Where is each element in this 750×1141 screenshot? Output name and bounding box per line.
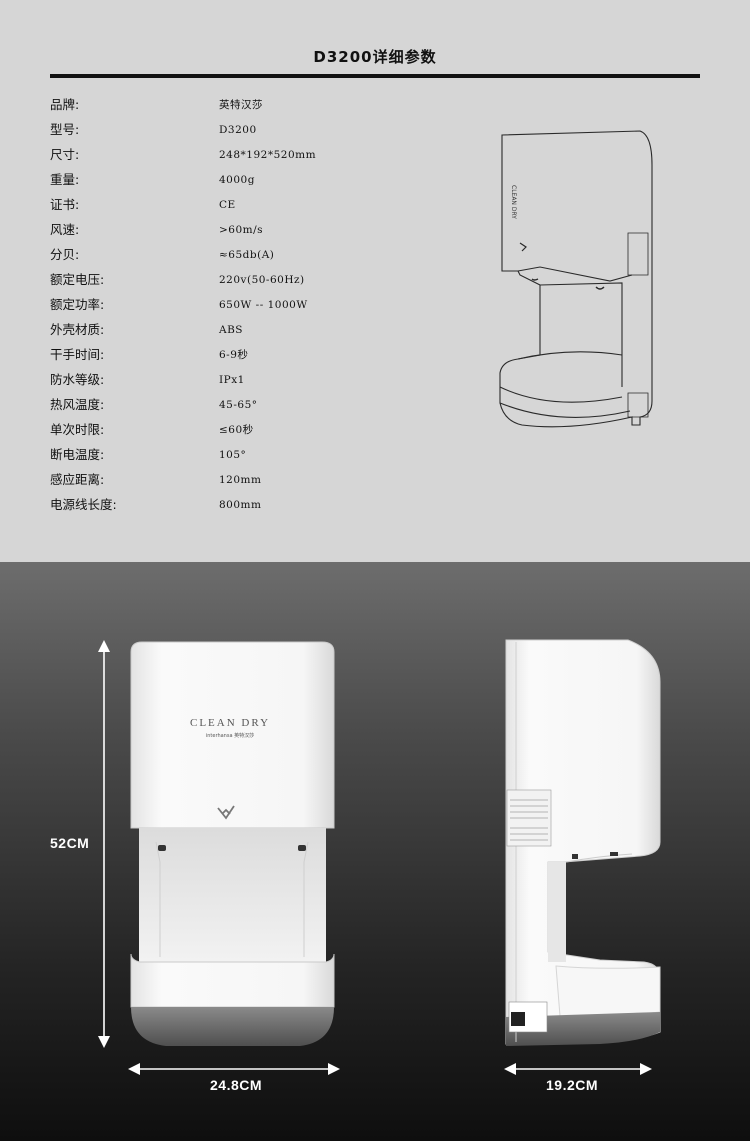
spec-row: 单次时限: ≤60秒: [50, 419, 450, 444]
dryer-side-view: [505, 639, 661, 1046]
spec-row: 风速: >60m/s: [50, 219, 450, 244]
spec-label: 分贝:: [50, 247, 80, 262]
spec-row: 防水等级: IPx1: [50, 369, 450, 394]
spec-label: 额定电压:: [50, 272, 105, 287]
dryer-front-view: CLEAN DRY interhansa 英特汉莎: [130, 641, 335, 1046]
spec-label: 干手时间:: [50, 347, 105, 362]
spec-label: 外壳材质:: [50, 322, 105, 337]
spec-row: 断电温度: 105°: [50, 444, 450, 469]
spec-label: 断电温度:: [50, 447, 105, 462]
spec-section: D3200详细参数 品牌: 英特汉莎 型号: D3200 尺寸: 248*192*52…: [0, 0, 750, 562]
dimension-diagram: CLEAN DRY interhansa 英特汉莎: [98, 639, 661, 1075]
spec-row: 型号: D3200: [50, 119, 450, 144]
spec-label: 额定功率:: [50, 297, 105, 312]
depth-label: 19.2CM: [546, 1077, 599, 1093]
width-arrow: [128, 1063, 340, 1075]
svg-text:CLEAN DRY: CLEAN DRY: [510, 185, 517, 219]
spec-value: 英特汉莎: [219, 99, 263, 111]
spec-row: 尺寸: 248*192*520mm: [50, 144, 450, 169]
spec-row: 热风温度: 45-65°: [50, 394, 450, 419]
spec-label: 单次时限:: [50, 422, 105, 437]
dryer-sketch-image: CLEAN DRY: [499, 130, 653, 428]
spec-row: 干手时间: 6-9秒: [50, 344, 450, 369]
spec-list: 品牌: 英特汉莎 型号: D3200 尺寸: 248*192*520mm 重量: 400…: [50, 94, 450, 519]
spec-value: 105°: [219, 449, 247, 461]
spec-value: ≈65db(A): [219, 249, 275, 261]
spec-value: D3200: [219, 124, 257, 136]
spec-row: 额定功率: 650W -- 1000W: [50, 294, 450, 319]
height-label: 52CM: [50, 835, 90, 851]
spec-row: 额定电压: 220v(50-60Hz): [50, 269, 450, 294]
spec-label: 尺寸:: [50, 147, 80, 162]
front-logo-text: CLEAN DRY: [190, 717, 270, 729]
spec-label: 品牌:: [50, 97, 80, 112]
spec-value: 650W -- 1000W: [219, 299, 308, 311]
spec-value: 45-65°: [219, 399, 258, 411]
title-divider: [50, 74, 700, 78]
height-arrow: [98, 640, 110, 1048]
spec-value: 6-9秒: [219, 349, 249, 361]
depth-arrow: [504, 1063, 652, 1075]
spec-label: 防水等级:: [50, 372, 105, 387]
spec-value: ≤60秒: [219, 424, 254, 436]
spec-label: 证书:: [50, 197, 80, 212]
dimension-photo-section: CLEAN DRY interhansa 英特汉莎: [0, 562, 750, 1141]
spec-label: 型号:: [50, 122, 80, 137]
spec-value: >60m/s: [219, 224, 264, 236]
spec-row: 品牌: 英特汉莎: [50, 94, 450, 119]
spec-row: 电源线长度: 800mm: [50, 494, 450, 519]
spec-row: 外壳材质: ABS: [50, 319, 450, 344]
spec-value: 220v(50-60Hz): [219, 274, 305, 286]
spec-value: 120mm: [219, 474, 262, 486]
spec-value: CE: [219, 199, 236, 211]
spec-label: 风速:: [50, 222, 80, 237]
spec-value: 248*192*520mm: [219, 149, 317, 161]
front-brand-text: interhansa 英特汉莎: [206, 732, 254, 739]
spec-label: 感应距离:: [50, 472, 105, 487]
width-label: 24.8CM: [210, 1077, 263, 1093]
spec-value: ABS: [219, 324, 243, 336]
spec-value: IPx1: [219, 374, 245, 386]
spec-label: 电源线长度:: [50, 497, 117, 512]
spec-row: 分贝: ≈65db(A): [50, 244, 450, 269]
spec-row: 证书: CE: [50, 194, 450, 219]
spec-label: 重量:: [50, 172, 80, 187]
spec-row: 感应距离: 120mm: [50, 469, 450, 494]
spec-label: 热风温度:: [50, 397, 105, 412]
spec-value: 4000g: [219, 174, 255, 186]
page-title: D3200详细参数: [313, 48, 437, 66]
spec-value: 800mm: [219, 499, 262, 511]
spec-row: 重量: 4000g: [50, 169, 450, 194]
